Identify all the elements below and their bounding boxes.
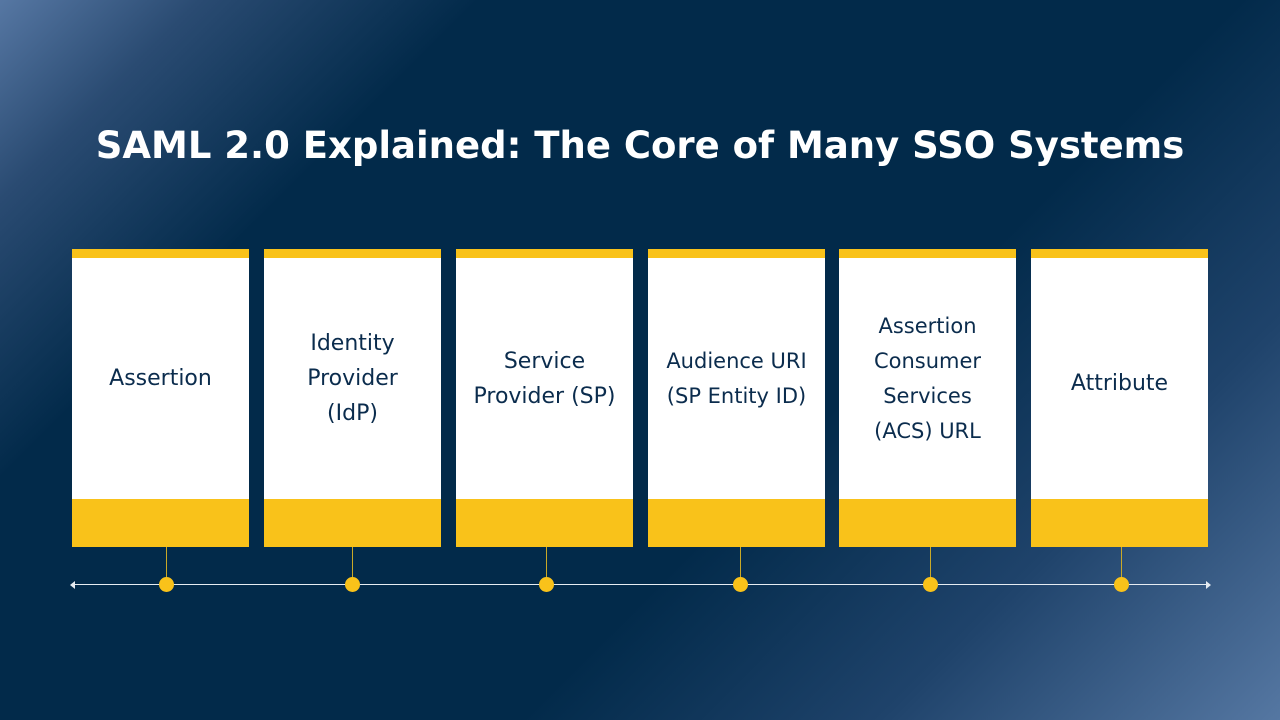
card-bottom-bar bbox=[72, 499, 249, 547]
card-bottom-bar bbox=[839, 499, 1016, 547]
card-bottom-bar bbox=[264, 499, 441, 547]
timeline-dot bbox=[1114, 577, 1129, 592]
connector-stem bbox=[166, 547, 167, 584]
arrow-right-icon bbox=[1206, 581, 1211, 589]
card-label: Service Provider (SP) bbox=[473, 348, 616, 409]
timeline-dot bbox=[345, 577, 360, 592]
card-label: Assertion Consumer Services (ACS) URL bbox=[873, 313, 982, 443]
card-bottom-bar bbox=[1031, 499, 1208, 547]
card-attribute: Attribute bbox=[1031, 249, 1208, 547]
card-audience-uri: Audience URI (SP Entity ID) bbox=[648, 249, 825, 547]
page-title: SAML 2.0 Explained: The Core of Many SSO… bbox=[95, 124, 1185, 167]
card-top-bar bbox=[456, 249, 633, 258]
card-label: Assertion bbox=[109, 366, 212, 391]
card-label: Identity Provider (IdP) bbox=[307, 331, 398, 426]
timeline-dot bbox=[159, 577, 174, 592]
card-bottom-bar bbox=[648, 499, 825, 547]
card-top-bar bbox=[264, 249, 441, 258]
card-label: Attribute bbox=[1070, 371, 1169, 396]
card-service-provider: Service Provider (SP) bbox=[456, 249, 633, 547]
connector-stem bbox=[930, 547, 931, 584]
card-top-bar bbox=[72, 249, 249, 258]
card-acs-url: Assertion Consumer Services (ACS) URL bbox=[839, 249, 1016, 547]
arrow-left-icon bbox=[70, 581, 75, 589]
card-top-bar bbox=[648, 249, 825, 258]
timeline-dot bbox=[733, 577, 748, 592]
card-top-bar bbox=[839, 249, 1016, 258]
timeline-dot bbox=[539, 577, 554, 592]
timeline-dot bbox=[923, 577, 938, 592]
connector-stem bbox=[1121, 547, 1122, 584]
card-top-bar bbox=[1031, 249, 1208, 258]
timeline-axis bbox=[73, 584, 1208, 585]
connector-stem bbox=[740, 547, 741, 584]
card-bottom-bar bbox=[456, 499, 633, 547]
card-label: Audience URI (SP Entity ID) bbox=[666, 348, 807, 408]
card-assertion: Assertion bbox=[72, 249, 249, 547]
card-identity-provider: Identity Provider (IdP) bbox=[264, 249, 441, 547]
connector-stem bbox=[352, 547, 353, 584]
connector-stem bbox=[546, 547, 547, 584]
